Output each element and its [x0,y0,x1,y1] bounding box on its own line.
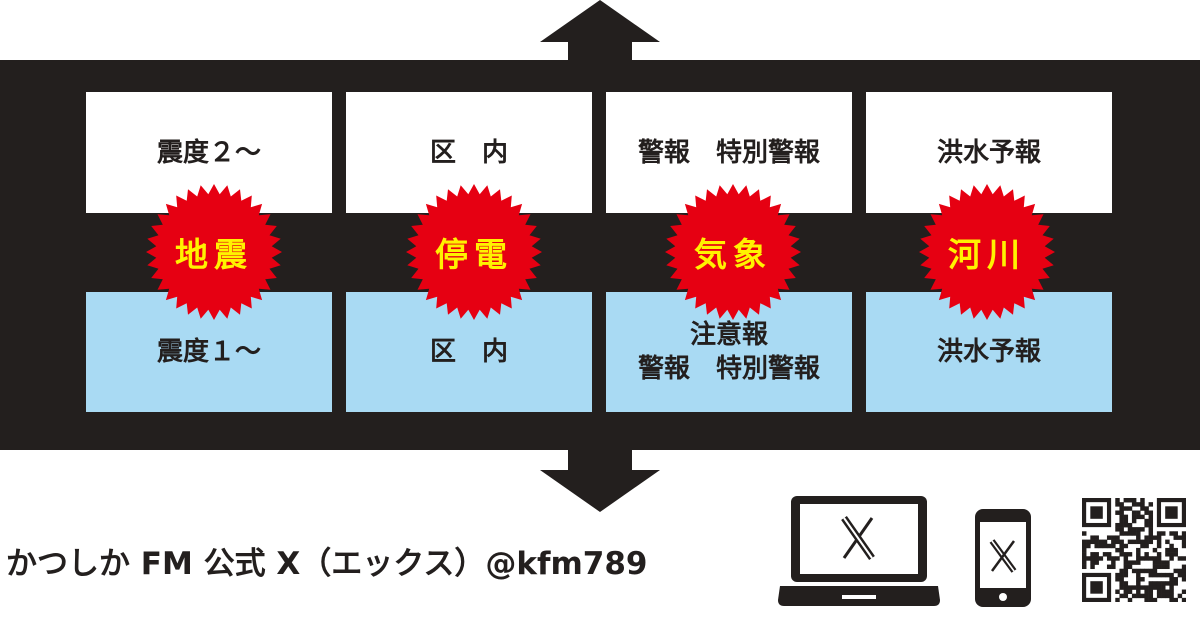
weather-badge-label: 気象 [694,235,772,274]
qr-code-icon [1082,498,1186,602]
burst-icon [919,184,1055,320]
earthquake-bottom-card: 震度１～ [86,292,332,412]
earthquake-bottom-label: 震度１～ [156,337,261,367]
earthquake-badge-label: 地震 [175,235,253,274]
power-bottom-label: 区 内 [429,337,508,367]
river-bottom-label: 洪水予報 [936,337,1041,367]
weather-bottom-label-2: 警報 特別警報 [637,354,820,384]
power-top-card: 区 内 [346,92,592,213]
river-top-label: 洪水予報 [936,137,1041,168]
footer-account-text: かつしか FM 公式 X（エックス）@kfm789 [6,546,648,582]
power-bottom-card: 区 内 [346,292,592,412]
power-badge: 停電 [406,182,542,322]
burst-icon [665,184,801,320]
weather-top-label: 警報 特別警報 [637,137,820,168]
river-badge-label: 河川 [948,235,1026,274]
weather-badge: 気象 [665,182,801,322]
smartphone-x-icon [975,509,1031,607]
burst-icon [406,184,542,320]
earthquake-badge: 地震 [146,182,282,322]
power-badge-label: 停電 [435,235,513,274]
burst-icon [146,184,282,320]
river-badge: 河川 [919,182,1055,322]
earthquake-top-card: 震度２～ [86,92,332,213]
laptop-x-icon [778,496,940,606]
power-top-label: 区 内 [429,137,508,168]
weather-bottom-label-1: 注意報 [689,320,768,350]
earthquake-top-label: 震度２～ [156,137,261,168]
